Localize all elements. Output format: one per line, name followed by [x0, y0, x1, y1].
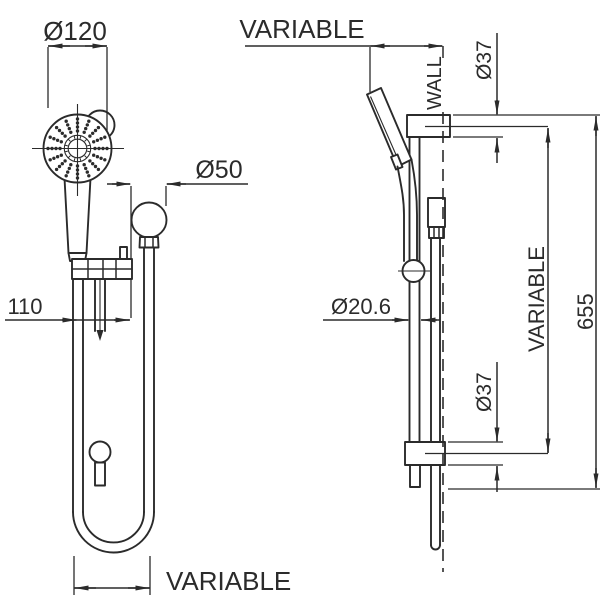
center-cap-ticks: [64, 135, 91, 162]
slide-rail-front: [94, 278, 106, 341]
dimensions-front: Ø120 Ø50 110 VARIABLE: [5, 16, 291, 596]
dim-lower-bracket-diameter: Ø37: [473, 362, 500, 492]
wall-label: WALL: [424, 56, 446, 110]
slider-bracket-front: [71, 246, 133, 280]
rail-length-label: 655: [573, 293, 598, 330]
slide-rail-side: [408, 136, 421, 443]
elbow-diameter-label: Ø50: [195, 156, 242, 184]
dim-rail-diameter: Ø20.6: [323, 294, 440, 323]
side-view: [366, 46, 451, 572]
dim-head-diameter: Ø120: [43, 16, 108, 131]
dim-upper-bracket-diameter: Ø37: [473, 33, 500, 163]
lower-bracket-diameter-label: Ø37: [473, 372, 496, 412]
head-diameter-label: Ø120: [43, 16, 107, 46]
upper-bracket-diameter-label: Ø37: [473, 40, 496, 80]
slider-knob-side: [398, 259, 430, 283]
hose-side: [430, 237, 441, 551]
dim-hose-loop-width: VARIABLE: [73, 556, 291, 596]
rail-end-stub: [409, 464, 421, 488]
dim-wall-distance: VARIABLE: [239, 14, 443, 92]
dimensions-side: VARIABLE WALL Ø37 Ø20.6: [239, 14, 600, 492]
bracket-span-label: VARIABLE: [524, 246, 549, 352]
offset-label: 110: [7, 294, 42, 319]
dim-bracket-span: VARIABLE: [524, 128, 551, 453]
wall-elbow-side: [427, 197, 446, 239]
dim-offset-110: 110: [5, 294, 130, 323]
hand-shower-side: [366, 87, 418, 263]
dim-rail-length: 655: [573, 116, 599, 488]
hose-loop-width-label: VARIABLE: [166, 566, 291, 596]
wall-elbow-front: [130, 186, 168, 318]
dim-elbow-diameter: Ø50: [107, 156, 248, 187]
wall-distance-label: VARIABLE: [239, 14, 364, 44]
shower-head-front: [32, 104, 124, 196]
front-view: [32, 104, 168, 554]
lower-rail-mount-front: [88, 440, 112, 487]
rail-diameter-label: Ø20.6: [331, 294, 391, 319]
